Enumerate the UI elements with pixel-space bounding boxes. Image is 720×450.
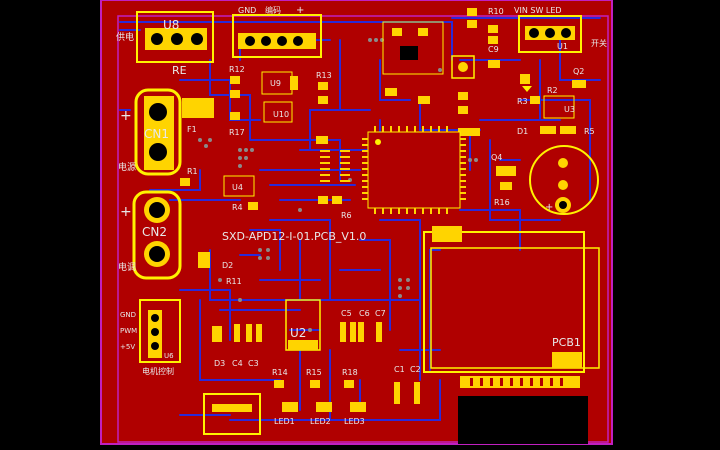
component-d2[interactable]: D2 R11 [198, 252, 242, 286]
label-pcb1: PCB1 [552, 336, 581, 349]
header-pins-mid[interactable]: R6 [316, 136, 352, 220]
connector-bottom[interactable] [203, 393, 261, 435]
label-encoder: 编码 [265, 5, 281, 15]
connector-encoder[interactable]: GND 编码 + [232, 5, 322, 58]
label-r12: R12 [229, 65, 245, 74]
component-u4[interactable]: R1 U4 R4 [180, 167, 258, 212]
label-c7: C7 [375, 309, 386, 318]
label-power: 电源 [118, 161, 136, 173]
module-pcb1[interactable]: PCB1 [423, 226, 600, 444]
label-u6: U6 [164, 352, 174, 360]
label-buzzer-plus: + [545, 202, 553, 213]
label-re: RE [172, 64, 187, 77]
label-motor-ctrl: 电机控制 [142, 366, 174, 376]
leds[interactable]: R14 R15 R18 LED1 LED2 LED3 [272, 368, 366, 426]
label-u4: U4 [232, 183, 243, 192]
label-r5: R5 [584, 127, 595, 136]
label-r16: R16 [494, 198, 510, 207]
label-r15: R15 [306, 368, 322, 377]
label-r11: R11 [226, 277, 242, 286]
label-r10: R10 [488, 7, 504, 16]
crystal-area[interactable] [382, 21, 500, 136]
label-c2: C2 [410, 365, 421, 374]
connector-u8[interactable]: U8 RE 供电 [116, 11, 214, 77]
label-u10: U10 [273, 110, 289, 119]
connector-u1[interactable]: VIN SW LED U1 开关 [514, 6, 607, 53]
connector-cn2[interactable]: CN2 + 电调 [118, 190, 182, 280]
label-u9: U9 [270, 79, 281, 88]
label-gnd-top: GND [238, 6, 256, 15]
fuse-f1[interactable]: F1 [182, 98, 214, 134]
label-cn1-plus: + [120, 108, 132, 124]
label-d1: D1 [517, 127, 528, 136]
label-c1: C1 [394, 365, 405, 374]
connector-u6[interactable]: GND PWM +5V U6 电机控制 [120, 299, 181, 376]
label-cn2: CN2 [142, 225, 167, 239]
board-outline-left [117, 15, 609, 443]
label-r18: R18 [342, 368, 358, 377]
label-u8: U8 [163, 18, 179, 32]
component-u9-u10[interactable]: R12 R17 U9 U10 R13 [229, 65, 332, 137]
label-f1: F1 [187, 125, 197, 134]
connector-cn1[interactable]: CN1 + 电源 [118, 88, 182, 176]
label-q4: Q4 [491, 153, 502, 162]
label-pwm: PWM [120, 327, 137, 335]
regulator-u2[interactable]: U2 [285, 299, 321, 351]
label-r13: R13 [316, 71, 332, 80]
label-u1: U1 [557, 42, 568, 51]
caps-c1-c2[interactable]: C1 C2 [394, 365, 421, 404]
mcu[interactable] [362, 126, 466, 214]
label-d3: D3 [214, 359, 225, 368]
label-switch: 开关 [591, 38, 607, 48]
buzzer[interactable]: + [529, 145, 599, 215]
label-led2: LED2 [310, 417, 331, 426]
label-led1: LED1 [274, 417, 295, 426]
label-r14: R14 [272, 368, 288, 377]
label-plus: + [296, 5, 304, 16]
board-title: SXD-APD12-I-01.PCB_V1.0 [222, 230, 366, 243]
label-vin-sw-led: VIN SW LED [514, 6, 562, 15]
component-r10-c9[interactable]: R10 C9 [467, 7, 504, 54]
label-r4: R4 [232, 203, 243, 212]
label-r3: R3 [517, 97, 528, 106]
component-u3-area[interactable]: Q2 R2 U3 R3 D1 R5 [517, 67, 595, 136]
label-u3: U3 [564, 105, 575, 114]
label-led3: LED3 [344, 417, 365, 426]
label-gnd-left: GND [120, 311, 136, 319]
label-r17: R17 [229, 128, 245, 137]
label-c9: C9 [488, 45, 499, 54]
label-motor: 电调 [118, 261, 136, 273]
label-r2: R2 [547, 86, 558, 95]
label-cn2-plus: + [120, 204, 132, 220]
label-c4: C4 [232, 359, 243, 368]
component-q4[interactable]: Q4 R16 [491, 153, 516, 207]
label-c6: C6 [359, 309, 370, 318]
label-r6: R6 [341, 211, 352, 220]
label-5v: +5V [120, 343, 135, 351]
label-u2: U2 [290, 326, 306, 340]
caps-c5-c7[interactable]: C5 C6 C7 [340, 309, 386, 342]
label-d2: D2 [222, 261, 233, 270]
label-supply: 供电 [116, 31, 134, 43]
label-c5: C5 [341, 309, 352, 318]
label-r1: R1 [187, 167, 198, 176]
label-c3: C3 [248, 359, 259, 368]
label-q2: Q2 [573, 67, 584, 76]
label-cn1: CN1 [144, 127, 169, 141]
component-d3-c4-c3[interactable]: D3 C4 C3 [212, 324, 262, 368]
